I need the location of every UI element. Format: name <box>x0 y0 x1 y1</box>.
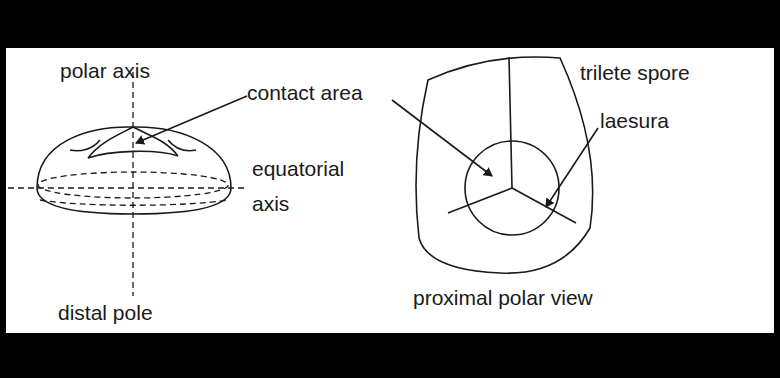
spore-side-outline <box>37 127 231 214</box>
spore-polar-outline <box>416 57 593 273</box>
label-text: distal pole <box>58 296 153 330</box>
label-text: contact area <box>247 76 363 110</box>
label-text: equatorial axis <box>252 152 362 221</box>
white-panel <box>6 48 774 333</box>
leader-arrow <box>392 100 492 176</box>
equator-ellipse <box>40 200 228 205</box>
equatorial-axis-line <box>8 187 246 188</box>
leader-arrow <box>136 96 247 143</box>
label-text: polar axis <box>60 54 150 88</box>
label-text: trilete spore <box>580 56 690 90</box>
trilete-mark <box>448 57 576 223</box>
label-text: laesura <box>600 104 669 138</box>
leader-arrow <box>546 128 598 207</box>
polar-axis-line <box>132 72 133 296</box>
label-text: proximal polar view <box>413 281 593 315</box>
